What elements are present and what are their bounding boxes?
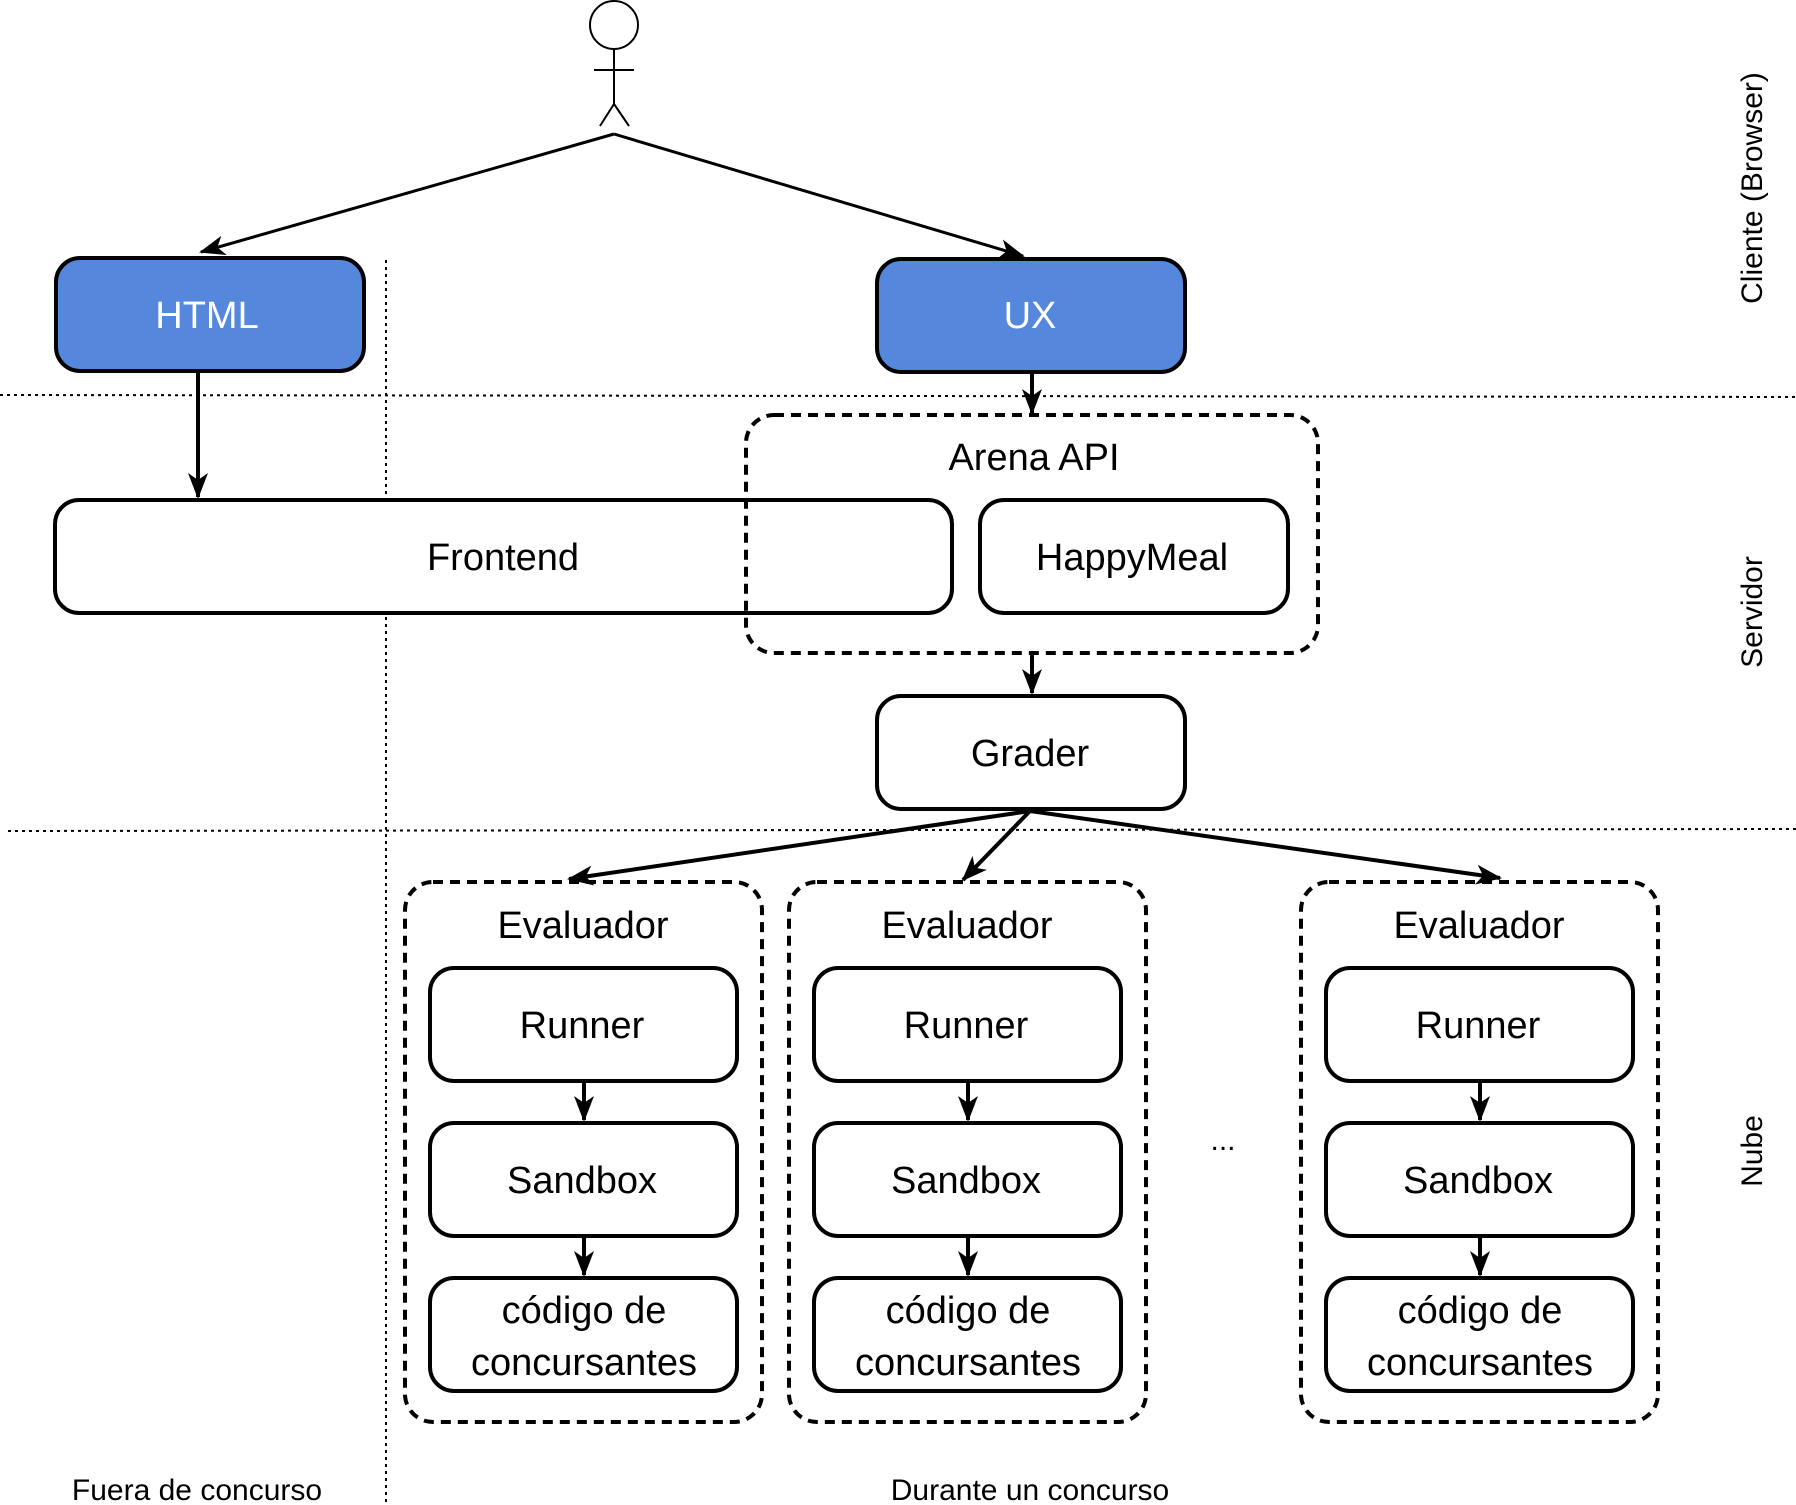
contestant-code-label-line1: código de bbox=[1398, 1290, 1563, 1332]
phase-label-outside: Fuera de concurso bbox=[72, 1474, 322, 1505]
runner-label: Runner bbox=[904, 1005, 1029, 1047]
frontend-node: Frontend bbox=[53, 498, 954, 615]
runner-node bbox=[428, 966, 739, 1083]
contestant-code-label-line1: código de bbox=[886, 1290, 1051, 1332]
actor-to-html-arrow bbox=[199, 132, 615, 256]
frontend-label: Frontend bbox=[427, 537, 579, 579]
evaluator-group: Evaluador Runner Sandbox código de concu… bbox=[1299, 880, 1660, 1424]
runner-label: Runner bbox=[1416, 1005, 1541, 1047]
contestant-code-node bbox=[1324, 1276, 1635, 1393]
ux-label: UX bbox=[1004, 295, 1057, 337]
contestant-code-node bbox=[428, 1276, 739, 1393]
user-actor-icon bbox=[589, 0, 639, 127]
happymeal-label: HappyMeal bbox=[1036, 537, 1228, 579]
actor-to-ux-arrow bbox=[613, 132, 1025, 259]
grader-label: Grader bbox=[971, 733, 1090, 775]
grader-node: Grader bbox=[875, 694, 1187, 811]
ux-node: UX bbox=[875, 257, 1187, 374]
evaluator-group: Evaluador Runner Sandbox código de concu… bbox=[403, 880, 764, 1424]
sandbox-node bbox=[812, 1121, 1123, 1238]
arena-api-group: Arena API bbox=[744, 413, 1320, 655]
contestant-code-label-line2: concursantes bbox=[855, 1342, 1081, 1384]
sandbox-label: Sandbox bbox=[891, 1160, 1041, 1202]
runner-label: Runner bbox=[520, 1005, 645, 1047]
grader-to-evaluator-2-arrow bbox=[961, 809, 1032, 882]
sandbox-label: Sandbox bbox=[507, 1160, 657, 1202]
evaluator-title: Evaluador bbox=[497, 905, 668, 947]
evaluator-title: Evaluador bbox=[1393, 905, 1564, 947]
evaluator-title: Evaluador bbox=[881, 905, 1052, 947]
html-label: HTML bbox=[155, 295, 258, 337]
contestant-code-label-line1: código de bbox=[502, 1290, 667, 1332]
zone-label-server: Servidor bbox=[1736, 556, 1769, 668]
sandbox-node bbox=[1324, 1121, 1635, 1238]
sandbox-label: Sandbox bbox=[1403, 1160, 1553, 1202]
evaluator-group: Evaluador Runner Sandbox código de concu… bbox=[787, 880, 1148, 1424]
client-server-divider bbox=[0, 394, 1796, 398]
grader-to-evaluator-3-arrow bbox=[1029, 809, 1502, 885]
contestant-code-node bbox=[812, 1276, 1123, 1393]
runner-node bbox=[1324, 966, 1635, 1083]
sandbox-node bbox=[428, 1121, 739, 1238]
contestant-code-label-line2: concursantes bbox=[1367, 1342, 1593, 1384]
arena-api-label: Arena API bbox=[948, 437, 1119, 479]
happymeal-node: HappyMeal bbox=[978, 498, 1290, 615]
runner-node bbox=[812, 966, 1123, 1083]
contestant-code-label-line2: concursantes bbox=[471, 1342, 697, 1384]
html-node: HTML bbox=[54, 256, 366, 373]
zone-label-cloud: Nube bbox=[1736, 1115, 1769, 1187]
grader-to-evaluator-1-arrow bbox=[567, 809, 1031, 886]
more-evaluators-ellipsis: ... bbox=[1210, 1124, 1235, 1157]
phase-label-during: Durante un concurso bbox=[891, 1474, 1170, 1505]
zone-label-client: Cliente (Browser) bbox=[1736, 72, 1769, 304]
